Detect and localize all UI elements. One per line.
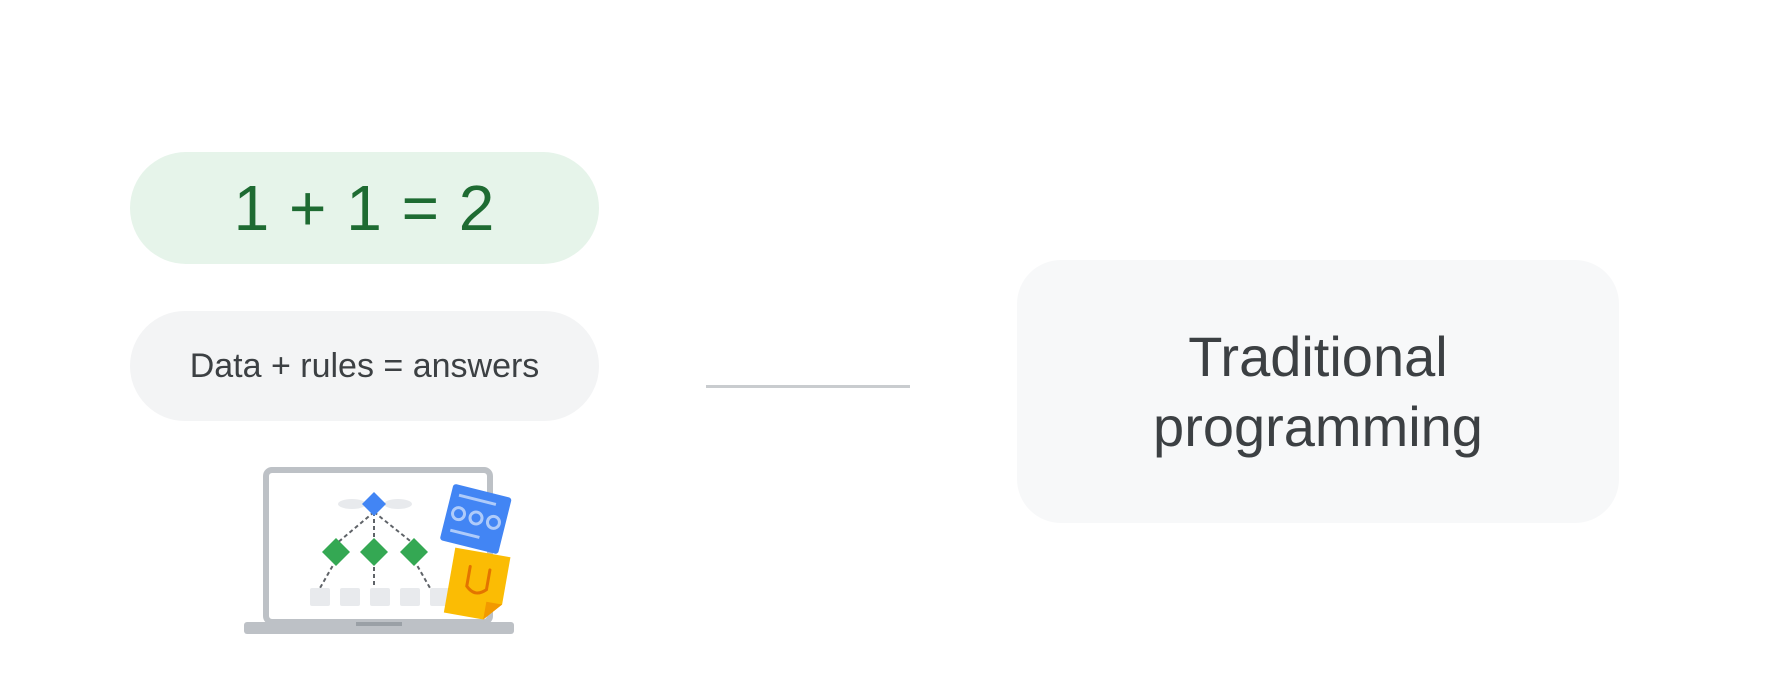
equation-text: 1 + 1 = 2 [233, 172, 496, 244]
rule-text: Data + rules = answers [189, 346, 540, 385]
concept-label: Traditional programming [1153, 324, 1483, 458]
rule-pill: Data + rules = answers [130, 311, 599, 421]
concept-card: Traditional programming [1017, 260, 1619, 523]
connector-line [706, 385, 910, 388]
equation-pill: 1 + 1 = 2 [130, 152, 599, 264]
laptop-decision-tree-icon [240, 460, 540, 650]
